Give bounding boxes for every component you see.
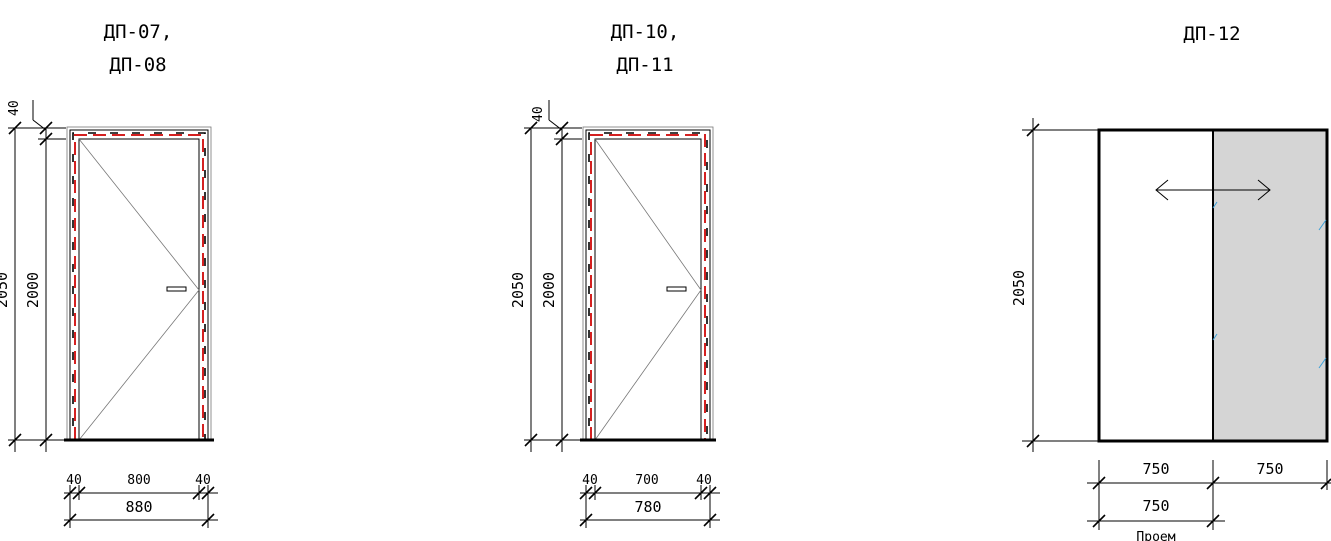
dim-total-width: 880 xyxy=(125,498,152,516)
door-handle xyxy=(166,286,187,292)
tick xyxy=(579,513,593,527)
seal-black xyxy=(72,132,206,440)
swing-lines xyxy=(78,138,200,441)
tick xyxy=(39,132,53,146)
tick xyxy=(1092,476,1106,490)
tick xyxy=(201,486,215,500)
door-handle xyxy=(666,286,687,292)
dim-leaf-width: 800 xyxy=(127,473,150,488)
dim-left-frame: 40 xyxy=(582,473,598,488)
tick xyxy=(192,486,206,500)
door-title: ДП-12 xyxy=(1183,23,1240,45)
dim-overall-height: 2050 xyxy=(0,272,11,308)
door-dp12: ДП-12 2050 750 750 xyxy=(1010,23,1331,541)
dim-top-gap: 40 xyxy=(531,106,546,122)
dim-top-gap: 40 xyxy=(7,100,22,116)
glass-mark xyxy=(1318,357,1327,369)
tick xyxy=(1026,123,1040,137)
seal-red xyxy=(74,134,204,440)
dim-leaf-height: 2000 xyxy=(24,272,42,308)
tick xyxy=(1092,514,1106,528)
door-title-line2: ДП-08 xyxy=(109,54,166,76)
door-frame-outer xyxy=(582,126,714,441)
tick xyxy=(555,132,569,146)
tick xyxy=(1026,434,1040,448)
tick xyxy=(694,486,708,500)
door-title-line1: ДП-10, xyxy=(611,21,680,43)
dim-height: 2050 xyxy=(1010,270,1028,306)
leader xyxy=(32,119,47,131)
tick xyxy=(588,486,602,500)
door-dp10: ДП-10, ДП-11 40 2050 2000 xyxy=(509,21,720,528)
double-arrow-icon xyxy=(1155,179,1271,201)
tick xyxy=(524,121,538,135)
tick xyxy=(201,513,215,527)
tick xyxy=(72,486,86,500)
door-frame xyxy=(585,129,711,441)
tick xyxy=(555,121,569,135)
dim-opening-width: 750 xyxy=(1142,497,1169,515)
tick xyxy=(1206,514,1220,528)
dim-right-frame: 40 xyxy=(696,473,712,488)
opening-label: Проем xyxy=(1136,530,1175,541)
dim-total-width: 780 xyxy=(634,498,661,516)
tick xyxy=(579,486,593,500)
tick xyxy=(39,433,53,447)
seal-red xyxy=(590,134,706,440)
door-leaf xyxy=(78,138,200,441)
door-title-line1: ДП-07, xyxy=(104,21,173,43)
tick xyxy=(1320,478,1331,490)
door-title-line2: ДП-11 xyxy=(616,54,673,76)
swing-lines xyxy=(594,138,702,441)
dim-right-frame: 40 xyxy=(195,473,211,488)
door-frame xyxy=(69,129,209,441)
leader xyxy=(548,119,563,131)
dim-overall-height: 2050 xyxy=(509,272,527,308)
dim-left-panel: 750 xyxy=(1142,460,1169,478)
glass-panel xyxy=(1213,130,1327,441)
tick xyxy=(63,513,77,527)
tick xyxy=(1206,476,1220,490)
tick xyxy=(8,121,22,135)
seal-black xyxy=(588,132,708,440)
tick xyxy=(703,513,717,527)
dim-leaf-height: 2000 xyxy=(540,272,558,308)
tick xyxy=(8,433,22,447)
door-dp07: ДП-07, ДП-08 40 2050 2000 xyxy=(0,21,218,528)
tick xyxy=(63,486,77,500)
tick xyxy=(555,433,569,447)
dim-leaf-width: 700 xyxy=(635,473,658,488)
tick xyxy=(703,486,717,500)
glass-mark xyxy=(1212,201,1218,209)
door-frame-outer xyxy=(66,126,212,441)
door-leaf xyxy=(594,138,702,441)
glass-mark xyxy=(1212,333,1218,341)
tick xyxy=(524,433,538,447)
dim-right-panel: 750 xyxy=(1256,460,1283,478)
glass-mark xyxy=(1318,219,1327,231)
dim-left-frame: 40 xyxy=(66,473,82,488)
tick xyxy=(39,121,53,135)
